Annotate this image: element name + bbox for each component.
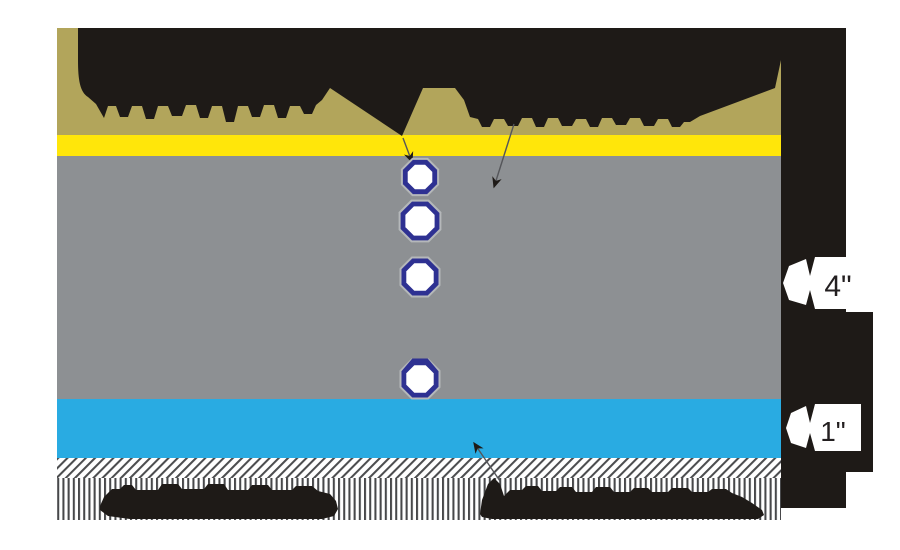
redacted-label-bottom-right [480,478,764,519]
leader-arrow-to-base-layer [492,123,515,189]
dimension-text-1in: 1" [820,416,846,447]
leader-arrow-to-bedding-layer [473,441,501,482]
subgrade-hatch-diagonal [57,458,781,478]
layer-membrane-yellow [57,135,781,156]
octagon-marker-1 [400,157,440,197]
layer-bedding-cyan [57,399,781,458]
octagon-marker-2 [398,199,442,243]
octagon-marker-4 [399,358,441,400]
octagon-core [406,365,434,393]
dimension-tag-1in [786,404,861,451]
dimension-tag-4in [783,257,868,309]
octagon-marker-3 [399,256,441,298]
dimension-text-4in: 4" [824,270,851,303]
redacted-label-top [78,28,781,136]
octagon-core [407,164,433,190]
octagon-core [406,263,434,291]
redacted-label-bottom-left [100,484,338,519]
leader-arrow-to-octagon-column [402,137,414,164]
octagon-core [405,206,435,236]
